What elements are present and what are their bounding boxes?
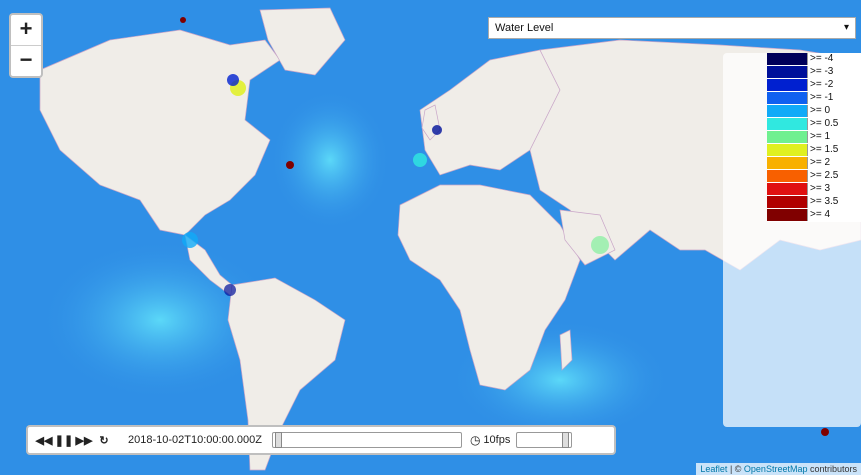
attribution-sep: | © bbox=[727, 464, 744, 474]
legend-row: >= 2 bbox=[767, 157, 861, 170]
attribution: Leaflet | © OpenStreetMap contributors bbox=[696, 463, 861, 475]
zoom-control: + − bbox=[9, 13, 43, 78]
legend-label: >= 0.5 bbox=[807, 118, 861, 130]
legend-swatch bbox=[767, 131, 807, 143]
legend-row: >= -1 bbox=[767, 92, 861, 105]
legend-label: >= -1 bbox=[807, 92, 861, 104]
ocean-shade bbox=[270, 90, 390, 230]
attribution-suffix: contributors bbox=[807, 464, 857, 474]
legend-label: >= 0 bbox=[807, 105, 861, 117]
legend-label: >= 3.5 bbox=[807, 196, 861, 208]
legend-label: >= -4 bbox=[807, 53, 861, 65]
layer-select[interactable]: Water Level ▾ bbox=[488, 17, 856, 39]
legend-label: >= 4 bbox=[807, 209, 861, 221]
fps-label: 10fps bbox=[483, 434, 511, 446]
time-dimension-player: ◀◀ ❚❚ ▶▶ ↻ 2018-10-02T10:00:00.000Z ◷ 10… bbox=[26, 425, 616, 455]
legend-swatch bbox=[767, 118, 807, 130]
legend-swatch bbox=[767, 144, 807, 156]
fps-slider[interactable] bbox=[516, 432, 573, 448]
legend-label: >= 1 bbox=[807, 131, 861, 143]
legend-row: >= 0.5 bbox=[767, 118, 861, 131]
legend-row: >= 0 bbox=[767, 105, 861, 118]
legend-swatch bbox=[767, 105, 807, 117]
legend-swatch bbox=[767, 157, 807, 169]
legend-row: >= 1 bbox=[767, 131, 861, 144]
time-slider[interactable] bbox=[271, 432, 462, 448]
loop-button[interactable]: ↻ bbox=[99, 434, 109, 447]
legend-swatch bbox=[767, 92, 807, 104]
greenland bbox=[259, 7, 346, 76]
legend-swatch bbox=[767, 79, 807, 91]
north-america bbox=[39, 29, 281, 236]
water-level-hotspots bbox=[180, 17, 829, 436]
osm-link[interactable]: OpenStreetMap bbox=[743, 464, 808, 474]
layer-select-value: Water Level bbox=[495, 22, 554, 34]
pause-button[interactable]: ❚❚ bbox=[54, 434, 74, 447]
legend-swatch bbox=[767, 209, 807, 221]
step-forward-button[interactable]: ▶▶ bbox=[75, 434, 93, 447]
legend-swatch bbox=[767, 183, 807, 195]
legend-row: >= 1.5 bbox=[767, 144, 861, 157]
clock-icon: ◷ bbox=[469, 433, 481, 447]
legend-label: >= 1.5 bbox=[807, 144, 861, 156]
legend-swatch bbox=[767, 53, 807, 65]
legend-row: >= 3.5 bbox=[767, 196, 861, 209]
madagascar bbox=[559, 329, 573, 371]
legend-row: >= 3 bbox=[767, 183, 861, 196]
time-slider-handle[interactable] bbox=[274, 432, 282, 448]
legend-swatch bbox=[767, 170, 807, 182]
legend-label: >= -3 bbox=[807, 66, 861, 78]
legend-row: >= 2.5 bbox=[767, 170, 861, 183]
chevron-down-icon: ▾ bbox=[843, 22, 849, 33]
legend-label: >= 2.5 bbox=[807, 170, 861, 182]
step-back-button[interactable]: ◀◀ bbox=[35, 434, 53, 447]
zoom-out-button[interactable]: − bbox=[11, 45, 41, 76]
color-legend: >= -4>= -3>= -2>= -1>= 0>= 0.5>= 1>= 1.5… bbox=[767, 53, 861, 222]
legend-swatch bbox=[767, 196, 807, 208]
legend-label: >= -2 bbox=[807, 79, 861, 91]
legend-row: >= -3 bbox=[767, 66, 861, 79]
timestamp-display: 2018-10-02T10:00:00.000Z bbox=[128, 434, 262, 446]
leaflet-link[interactable]: Leaflet bbox=[700, 464, 728, 474]
legend-row: >= 4 bbox=[767, 209, 861, 222]
legend-label: >= 2 bbox=[807, 157, 861, 169]
zoom-in-button[interactable]: + bbox=[19, 16, 33, 41]
fps-slider-handle[interactable] bbox=[562, 432, 570, 448]
legend-row: >= -2 bbox=[767, 79, 861, 92]
legend-row: >= -4 bbox=[767, 53, 861, 66]
legend-label: >= 3 bbox=[807, 183, 861, 195]
legend-swatch bbox=[767, 66, 807, 78]
africa bbox=[397, 184, 581, 391]
